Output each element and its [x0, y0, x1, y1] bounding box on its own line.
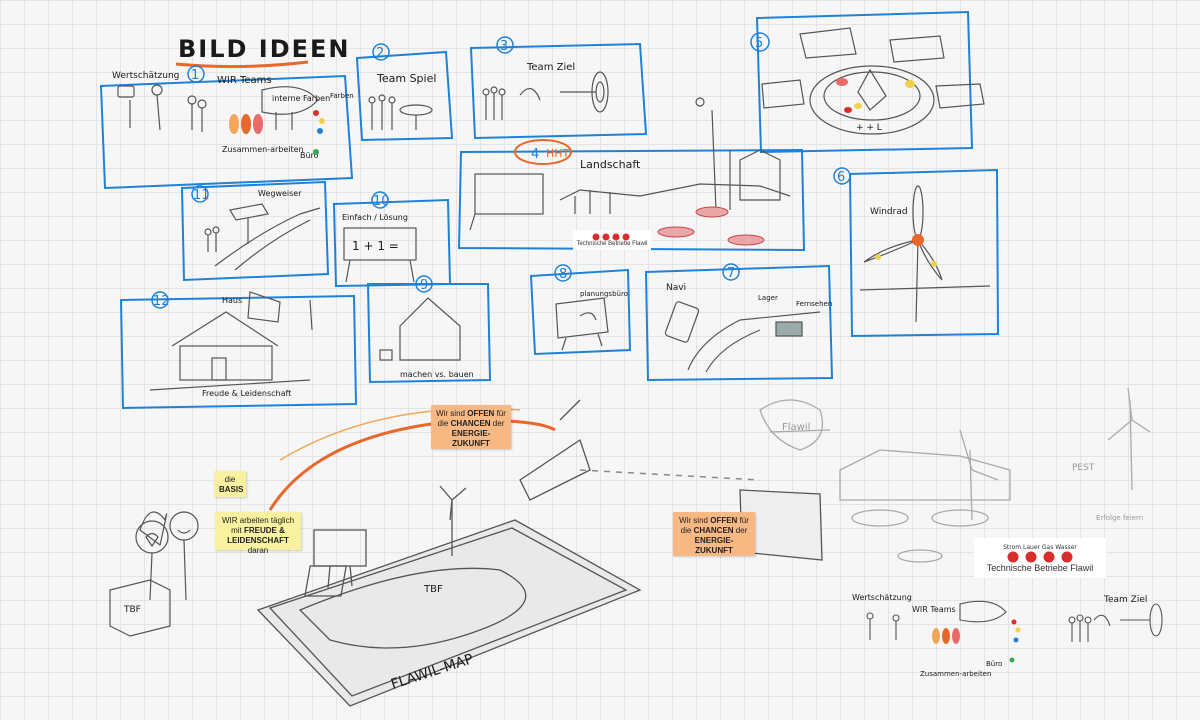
frame-number-12: 12 — [153, 294, 170, 309]
frame-6-label: Windrad — [870, 207, 908, 217]
idea-frame-12: 12 Haus Freude & Leidenschaft — [119, 291, 358, 410]
frame-5-label: + + L — [856, 123, 882, 133]
note-freude[interactable]: WIR arbeiten täglich mit FREUDE & LEIDEN… — [215, 512, 301, 555]
tbf-logo-large-handwritten: Strom Lauer Gas Wasser — [1003, 543, 1077, 551]
frame-1-label-interne-farben: interne Farben — [272, 94, 330, 103]
frame-1-label-wertschaetzung: Wertschätzung — [112, 71, 179, 81]
frame-12-label-haus: Haus — [222, 296, 242, 305]
idea-frame-11: 11 Wegweiser — [180, 180, 330, 282]
tbf-logo-small-mark — [592, 233, 630, 241]
note-offen-mid[interactable]: Wir sind OFFEN für die CHANCEN der ENERG… — [673, 512, 755, 556]
heart-character-sketch — [109, 511, 199, 637]
frame-number-7: 7 — [727, 266, 735, 281]
mini-frame-3-copy — [1068, 603, 1163, 642]
tbf-box-label: TBF — [123, 605, 141, 615]
frame-2-label: Team Spiel — [376, 72, 436, 85]
idea-frame-6: 6 Windrad — [833, 167, 1000, 338]
frame-number-1: 1 — [191, 68, 199, 83]
mini-label-teams: WIR Teams — [912, 605, 956, 614]
frame-7-label-fernsehen: Fernsehen — [796, 300, 832, 308]
frame-number-3: 3 — [500, 39, 508, 54]
frame-number-10: 10 — [373, 194, 390, 209]
mini-label-zusammen: Zusammen-arbeiten — [920, 670, 991, 678]
note-offen-mid-bold1: OFFEN — [710, 516, 738, 525]
note-offen-top-pre: Wir sind — [436, 409, 465, 418]
note-offen-top-mid1: für die — [437, 409, 506, 428]
frame-1-label-teams: WIR Teams — [217, 75, 272, 86]
note-offen-mid-bold2: CHANCEN — [693, 526, 734, 535]
frame-1-label-buero: Büro — [300, 151, 319, 160]
frame-1-label-zusammen: Zusammen-arbeiten — [222, 145, 304, 154]
note-basis[interactable]: die BASIS — [214, 471, 246, 497]
frame-number-9: 9 — [420, 278, 428, 293]
idea-frame-5: 5 + + L — [750, 10, 985, 154]
idea-frame-7: 7 Navi Lager Fernsehen — [644, 263, 834, 382]
frame-12-label-freude: Freude & Leidenschaft — [202, 389, 291, 398]
note-offen-top-bold1: OFFEN — [467, 409, 495, 418]
mini-frame-1-copy — [866, 600, 1007, 640]
svg-text:5: 5 — [755, 36, 763, 51]
frame-4-badge: HHT — [546, 147, 570, 160]
tbf-cube-label: TBF — [423, 584, 443, 595]
frame-10-label: Einfach / Lösung — [342, 213, 408, 222]
note-offen-top[interactable]: Wir sind OFFEN für die CHANCEN der ENERG… — [431, 405, 511, 449]
note-offen-mid-mid1: für die — [680, 516, 749, 535]
note-offen-top-bold2: CHANCEN — [450, 419, 491, 428]
frame-11-label: Wegweiser — [258, 189, 302, 198]
idea-frame-3: 3 Team Ziel — [469, 36, 648, 140]
frame-9-label: machen vs. bauen — [400, 370, 474, 379]
note-freude-post: daran — [247, 546, 269, 555]
note-offen-mid-mid2: der — [735, 526, 748, 535]
title-underline — [175, 60, 309, 69]
frame-number-8: 8 — [559, 267, 567, 282]
tbf-logo-large-mark — [1007, 551, 1073, 562]
board-title: BILD IDEEN — [178, 35, 351, 63]
flawil-map-sketch — [256, 399, 642, 707]
frame-3-label: Team Ziel — [526, 62, 575, 73]
mini-label-buero: Büro — [986, 660, 1002, 668]
idea-frame-8: 8 planungsbüro — [529, 264, 632, 356]
flawil-bubble-label: Flawil — [782, 422, 810, 433]
tbf-logo-large-text: Technische Betriebe Flawil — [986, 562, 1094, 573]
mini-label-team-ziel: Team Ziel — [1103, 595, 1147, 605]
future-scene-sketch — [759, 387, 1151, 563]
idea-frame-4: 4 HHT Landschaft — [457, 97, 806, 252]
idea-frame-1: 1 Wertschätzung WIR Teams interne Farben… — [99, 65, 354, 190]
note-freude-pre: WIR arbeiten täglich mit — [221, 516, 295, 535]
note-offen-mid-bold3: ENERGIE-ZUKUNFT — [694, 536, 734, 555]
note-freude-bold: FREUDE & LEIDENSCHAFT — [227, 526, 289, 545]
frame-8-label: planungsbüro — [580, 290, 628, 298]
frame-number-4: 4 — [531, 147, 539, 162]
frame-7-label-lager: Lager — [758, 294, 778, 302]
tbf-logo-small-text: Technische Betriebe Flawil — [576, 241, 648, 247]
pest-label: PEST — [1072, 463, 1095, 473]
frame-number-11: 11 — [193, 188, 210, 203]
frame-10-equation: 1 + 1 = — [352, 239, 399, 253]
tbf-logo-large: Strom Lauer Gas Wasser Technische Betrie… — [974, 538, 1106, 578]
frame-number-2: 2 — [376, 46, 384, 61]
frame-number-6: 6 — [837, 170, 845, 185]
dashed-road — [579, 469, 761, 481]
mini-label-wertschaetzung: Wertschätzung — [852, 593, 912, 602]
orange-arc — [268, 418, 556, 511]
note-basis-bold: BASIS — [219, 485, 244, 494]
frame-4-label: Landschaft — [580, 158, 641, 171]
idea-frame-10: 10 Einfach / Lösung 1 + 1 = — [332, 191, 452, 288]
note-offen-top-bold3: ENERGIE-ZUKUNFT — [451, 429, 491, 448]
note-offen-mid-pre: Wir sind — [679, 516, 708, 525]
frame-1-label-farben: Farben — [330, 92, 354, 100]
idea-frame-2: 2 Team Spiel — [355, 43, 454, 142]
tbf-logo-small: Technische Betriebe Flawil — [573, 230, 651, 250]
frame-7-label-navi: Navi — [666, 283, 686, 293]
note-offen-top-mid2: der — [492, 419, 505, 428]
idea-frame-9: 9 machen vs. bauen — [366, 275, 492, 384]
note-basis-line1: die — [224, 475, 236, 484]
erfolge-label: Erfolge feiern — [1096, 514, 1143, 522]
